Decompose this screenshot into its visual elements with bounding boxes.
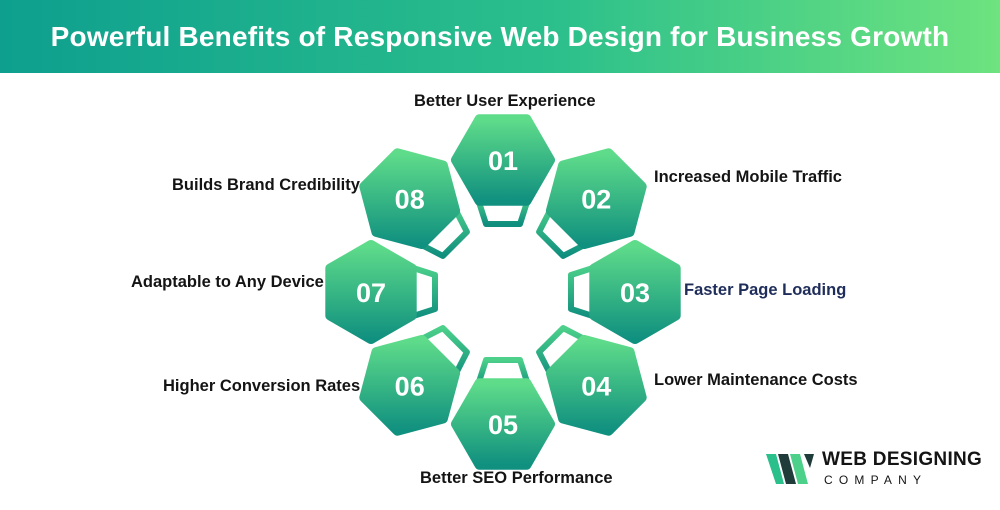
benefit-hexagon-icon — [325, 240, 417, 344]
benefit-number-07: 07 — [356, 278, 386, 308]
page-title: Powerful Benefits of Responsive Web Desi… — [50, 20, 950, 52]
benefit-label-01: Better User Experience — [414, 92, 596, 110]
benefit-hexagon-icon — [545, 334, 647, 436]
logo-name: WEB DESIGNING — [822, 449, 983, 470]
benefit-label-07: Adaptable to Any Device — [131, 273, 324, 291]
benefit-hexagon-icon — [451, 114, 555, 206]
benefit-hexagon-icon — [359, 148, 461, 250]
benefit-number-02: 02 — [581, 185, 611, 215]
benefit-label-08: Builds Brand Credibility — [172, 176, 360, 194]
benefit-hexagon-icon — [589, 240, 681, 344]
benefit-number-06: 06 — [395, 371, 425, 401]
benefit-number-08: 08 — [395, 185, 425, 215]
benefit-label-06: Higher Conversion Rates — [163, 377, 361, 395]
benefit-hexagon-icon — [359, 334, 461, 436]
benefit-number-03: 03 — [620, 278, 650, 308]
benefit-hexagon-icon — [545, 148, 647, 250]
title-banner: Powerful Benefits of Responsive Web Desi… — [0, 0, 1000, 73]
company-logo-w-icon — [766, 454, 814, 484]
benefit-number-01: 01 — [488, 146, 518, 176]
benefit-number-04: 04 — [581, 371, 611, 401]
benefit-label-02: Increased Mobile Traffic — [654, 168, 842, 186]
benefit-label-04: Lower Maintenance Costs — [654, 371, 858, 389]
benefit-number-05: 05 — [488, 410, 518, 440]
benefit-label-05: Better SEO Performance — [420, 469, 613, 487]
logo-subname: COMPANY — [824, 473, 928, 487]
benefit-label-03: Faster Page Loading — [684, 281, 847, 299]
benefit-hexagon-icon — [451, 378, 555, 470]
company-logo: WEB DESIGNING COMPANY — [764, 448, 994, 492]
